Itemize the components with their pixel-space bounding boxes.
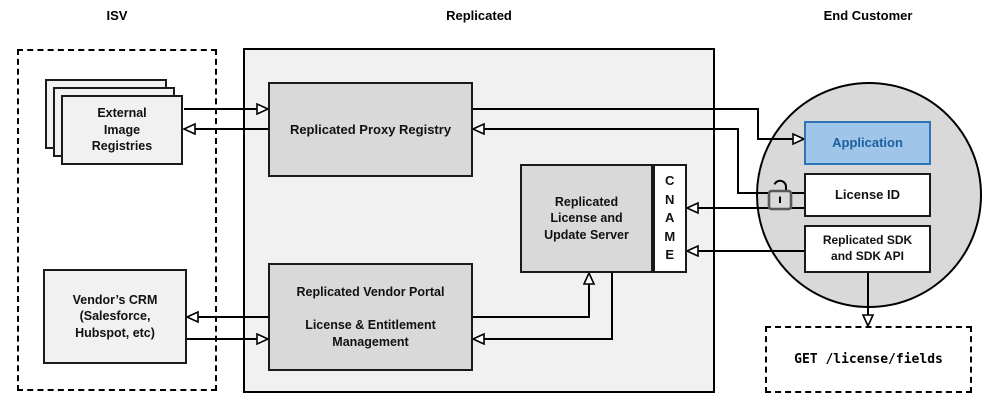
get-request-label: GET /license/fields — [794, 352, 943, 367]
header-isv: ISV — [106, 8, 128, 23]
node-external-image-registries: External Image Registries — [61, 95, 183, 165]
header-replicated: Replicated — [446, 8, 512, 23]
node-application: Application — [804, 121, 931, 165]
node-replicated-vendor-portal: Replicated Vendor Portal License & Entit… — [268, 263, 473, 371]
header-end-customer: End Customer — [823, 8, 913, 23]
node-replicated-proxy-registry: Replicated Proxy Registry — [268, 82, 473, 177]
node-replicated-license-update-server: Replicated License and Update Server — [520, 164, 653, 273]
node-cname: C N A M E — [653, 164, 687, 273]
node-replicated-sdk: Replicated SDK and SDK API — [804, 225, 931, 273]
node-get-license-fields: GET /license/fields — [765, 326, 972, 393]
isv-section-box — [17, 49, 217, 391]
node-license-id: License ID — [804, 173, 931, 217]
node-vendors-crm: Vendor’s CRM (Salesforce, Hubspot, etc) — [43, 269, 187, 364]
